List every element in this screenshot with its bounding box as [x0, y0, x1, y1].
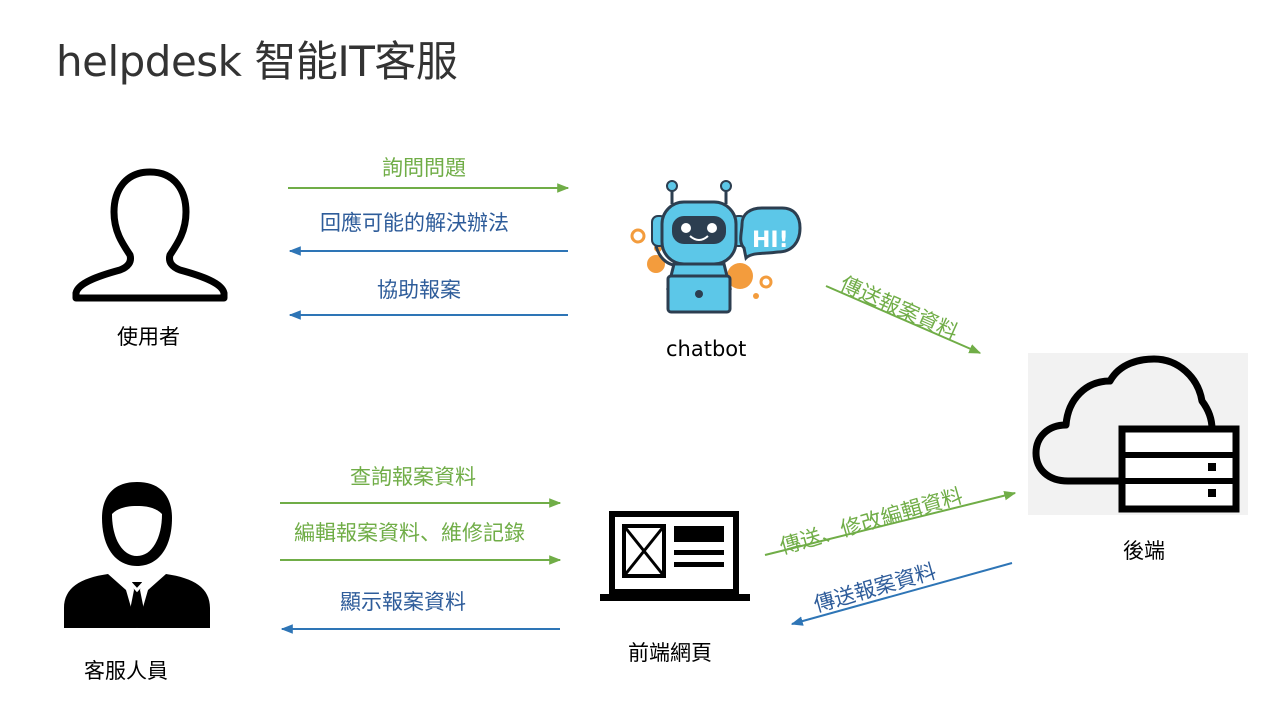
label-ask: 詢問問題: [382, 156, 466, 180]
label-display: 顯示報案資料: [340, 590, 466, 614]
cloud-server-icon: [1028, 353, 1248, 515]
frontend-label: 前端網頁: [628, 641, 712, 665]
arrow-backend-send: [790, 562, 1013, 626]
arrow-send-modify: [764, 490, 1017, 556]
staff-icon: [64, 482, 210, 628]
chatbot-label: chatbot: [666, 337, 747, 361]
user-icon: [72, 168, 228, 302]
label-reply: 回應可能的解決辦法: [320, 211, 509, 235]
label-assist: 協助報案: [377, 278, 461, 302]
staff-label: 客服人員: [84, 659, 168, 683]
page-title: helpdesk 智能IT客服: [56, 37, 458, 86]
backend-label: 後端: [1123, 539, 1165, 563]
arrow-bot-send: [825, 285, 982, 354]
label-query: 查詢報案資料: [350, 465, 476, 489]
chatbot-icon: [630, 180, 802, 314]
laptop-icon: [600, 511, 750, 601]
chatbot-bubble-text: HI!: [752, 228, 789, 253]
user-label: 使用者: [117, 325, 180, 349]
label-edit: 編輯報案資料、維修記錄: [294, 521, 525, 545]
